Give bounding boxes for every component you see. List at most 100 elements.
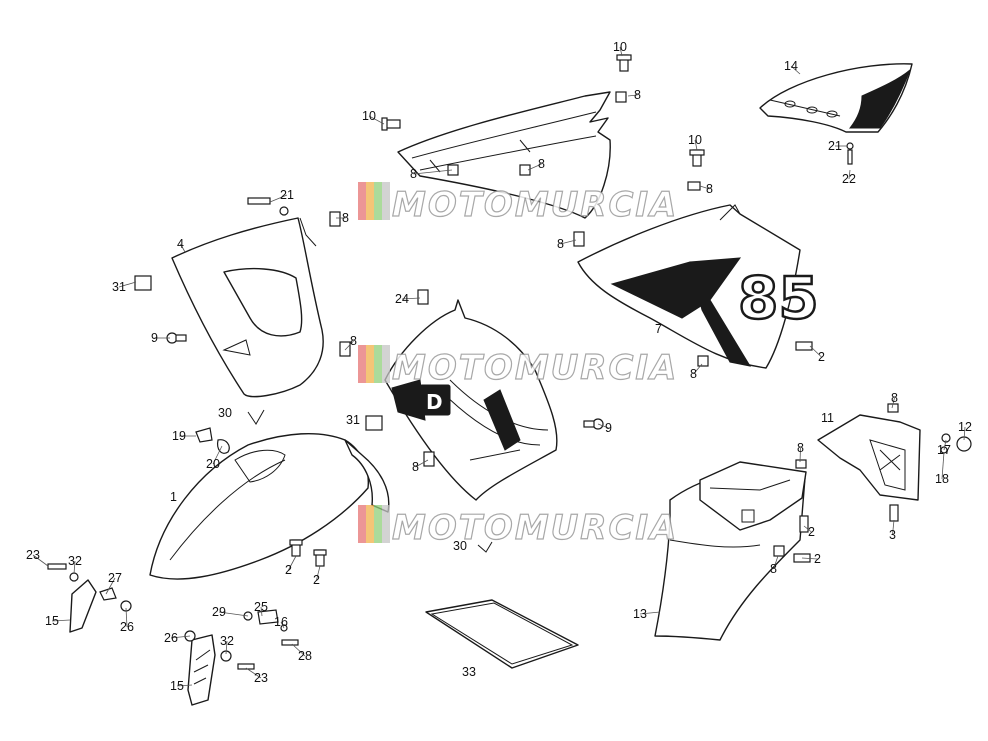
leader-line	[619, 46, 623, 57]
callout-18: 18	[935, 472, 949, 486]
leader-line	[245, 667, 262, 679]
callout-9: 9	[151, 331, 158, 345]
callout-25: 25	[254, 600, 268, 614]
part-tank-shroud: D	[384, 299, 558, 501]
leader-line	[848, 169, 851, 180]
leader-line	[225, 640, 228, 655]
leader-line	[527, 163, 542, 171]
callout-10: 10	[688, 133, 702, 147]
part-sheet	[425, 599, 579, 669]
leader-line	[809, 345, 822, 358]
leader-line	[73, 560, 76, 575]
leader-line	[118, 281, 137, 288]
leader-line	[291, 643, 306, 657]
callout-15: 15	[170, 679, 184, 693]
leader-line	[639, 611, 661, 615]
leader-line	[694, 139, 698, 151]
leader-line	[560, 239, 577, 245]
callout-8: 8	[634, 88, 641, 102]
leader-line	[176, 684, 193, 687]
callout-13: 13	[633, 607, 647, 621]
callout-23: 23	[26, 548, 40, 562]
leader-line	[218, 611, 249, 617]
leader-line	[280, 621, 285, 629]
callout-20: 20	[206, 457, 220, 471]
callout-23: 23	[254, 671, 268, 685]
leader-line	[288, 555, 297, 571]
callout-8: 8	[557, 237, 564, 251]
part-front-fender	[149, 433, 390, 580]
callout-33: 33	[462, 665, 476, 679]
watermark-band-middle: MOTOMURCIA	[358, 345, 677, 389]
leader-line	[344, 340, 354, 351]
callout-8: 8	[690, 367, 697, 381]
callout-26: 26	[164, 631, 178, 645]
leader-line	[693, 363, 703, 375]
leader-line	[212, 445, 223, 465]
callout-30: 30	[453, 539, 467, 553]
leader-line	[699, 185, 710, 190]
callout-19: 19	[172, 429, 186, 443]
leader-line	[941, 451, 945, 480]
callout-15: 15	[45, 614, 59, 628]
watermark-band-bottom: MOTOMURCIA	[358, 505, 677, 549]
leader-line	[260, 606, 263, 617]
leader-line	[943, 439, 947, 451]
leader-line	[316, 565, 321, 581]
callout-21: 21	[828, 139, 842, 153]
callout-2: 2	[808, 525, 815, 539]
callout-3: 3	[889, 528, 896, 542]
callout-9: 9	[605, 421, 612, 435]
callout-28: 28	[298, 649, 312, 663]
watermark-text: MOTOMURCIA	[392, 185, 678, 225]
callout-8: 8	[410, 167, 417, 181]
leader-line	[269, 194, 288, 203]
callout-22: 22	[842, 172, 856, 186]
callout-24: 24	[395, 292, 409, 306]
callout-2: 2	[313, 573, 320, 587]
callout-8: 8	[770, 562, 777, 576]
part-rear-fender	[654, 461, 807, 641]
leader-line	[368, 115, 385, 125]
part-tail-cap	[759, 63, 913, 133]
part-side-number-panel: 85	[577, 204, 820, 369]
part-seat-frame	[397, 91, 611, 219]
callout-8: 8	[538, 157, 545, 171]
leader-line	[32, 554, 49, 567]
callout-31: 31	[346, 413, 360, 427]
callout-32: 32	[68, 554, 82, 568]
leader-line	[790, 65, 801, 75]
callout-29: 29	[212, 605, 226, 619]
leader-line	[170, 635, 191, 639]
callout-2: 2	[814, 552, 821, 566]
callout-4: 4	[177, 237, 184, 251]
callout-32: 32	[220, 634, 234, 648]
callout-27: 27	[108, 571, 122, 585]
leader-line	[413, 169, 453, 175]
badge-decal: D	[426, 390, 443, 414]
leader-line	[892, 519, 895, 536]
callout-8: 8	[342, 211, 349, 225]
callout-8: 8	[891, 391, 898, 405]
leader-line	[801, 557, 818, 560]
callout-8: 8	[706, 182, 713, 196]
leader-line	[799, 447, 801, 463]
leader-line	[105, 577, 116, 595]
callout-7: 7	[655, 322, 662, 336]
callout-17: 17	[937, 443, 951, 457]
callout-2: 2	[285, 563, 292, 577]
part-strap-left	[69, 579, 97, 633]
callout-10: 10	[613, 40, 627, 54]
part-left-side-cover	[171, 217, 324, 398]
race-number-decal: 85	[738, 264, 819, 332]
callout-8: 8	[350, 334, 357, 348]
callout-10: 10	[362, 109, 376, 123]
leader-line	[773, 555, 779, 570]
callout-8: 8	[797, 441, 804, 455]
leader-line	[415, 459, 429, 468]
leader-line	[125, 607, 128, 628]
leader-line	[891, 397, 895, 409]
callout-16: 16	[274, 615, 288, 629]
